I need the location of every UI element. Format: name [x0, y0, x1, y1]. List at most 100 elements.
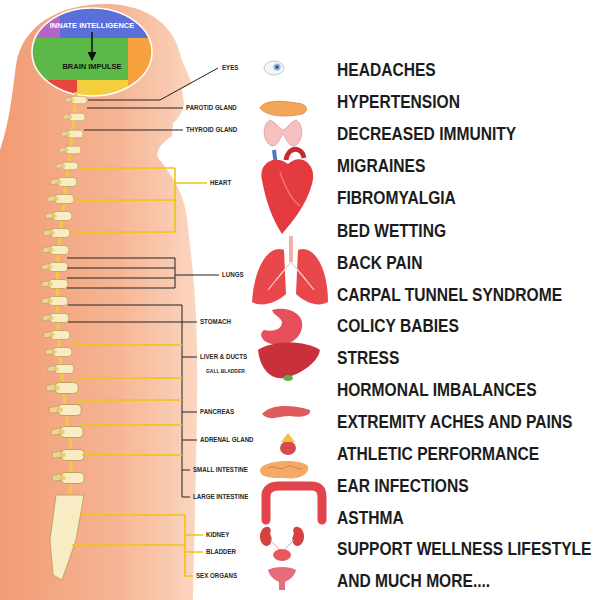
brain-outline [32, 8, 152, 96]
heart-icon [286, 149, 304, 160]
vertebra [52, 473, 84, 484]
adrenal-gland-icon [280, 441, 296, 455]
condition-item: AND MUCH MORE.... [337, 570, 490, 592]
heart-icon [261, 159, 313, 234]
organ-label: THYROID GLAND [186, 125, 237, 135]
condition-item: MIGRAINES [337, 155, 425, 177]
lungs-icon [268, 262, 314, 290]
vertebra [46, 348, 72, 357]
leader-line [71, 345, 182, 455]
small-intestine-icon [268, 466, 302, 469]
kidney-icon [292, 527, 304, 546]
impulse-arrow [91, 32, 93, 60]
vertebra [48, 195, 74, 204]
brain-region [128, 38, 158, 98]
eye-icon [264, 61, 284, 75]
heart-icon [280, 172, 300, 206]
leader-lines [69, 168, 207, 576]
vertebra [61, 130, 83, 138]
brain-region-label: INNATE INTELLIGENCE [48, 20, 136, 31]
brain [30, 6, 158, 100]
condition-item: ATHLETIC PERFORMANCE [337, 443, 539, 465]
organ-label: SMALL INTESTINE [193, 465, 248, 475]
brain-region [30, 80, 77, 100]
organ-label: HEART [210, 178, 231, 188]
vertebra [42, 280, 68, 289]
condition-item: DECREASED IMMUNITY [337, 123, 516, 145]
vertebra [43, 314, 69, 323]
sex-organs-icon [268, 567, 296, 590]
gall-bladder-icon [283, 375, 293, 381]
vertebra [51, 427, 83, 438]
stomach-icon [261, 309, 302, 345]
pancreas-icon [262, 406, 310, 418]
leader-line [88, 68, 218, 100]
leader-line [87, 108, 183, 109]
leader-line [69, 168, 207, 232]
organ-label: LARGE INTESTINE [193, 492, 248, 502]
condition-item: HYPERTENSION [337, 91, 460, 113]
large-intestine-icon [266, 486, 322, 520]
condition-item: ASTHMA [337, 507, 404, 529]
leader-line [68, 305, 197, 497]
lungs-icon [252, 236, 328, 304]
vertebra [43, 246, 69, 255]
adrenal-gland-icon [281, 433, 295, 442]
liver-icon [258, 343, 320, 379]
ureter-line [270, 540, 294, 550]
condition-item: HORMONAL IMBALANCES [337, 379, 537, 401]
small-intestine-icon [260, 461, 308, 478]
vertebra [59, 146, 81, 154]
brain-region-label: BRAIN IMPULSE [60, 61, 123, 72]
condition-item: STRESS [337, 347, 399, 369]
vertebra [42, 263, 68, 272]
vertebra [46, 383, 78, 394]
vertebra [49, 405, 81, 416]
organ-label: SEX ORGANS [196, 571, 237, 581]
parotid-gland-icon [260, 101, 307, 116]
kidney-icon [260, 527, 304, 550]
node-text: BRAIN IMPULSE [62, 61, 121, 72]
organ-label: PANCREAS [200, 407, 234, 417]
condition-item: BED WETTING [337, 220, 446, 242]
vertebra [44, 331, 70, 340]
kidney-icon [260, 527, 272, 546]
condition-item: FIBROMYALGIA [337, 187, 456, 209]
organ-label: LUNGS [222, 270, 244, 280]
vertebra [51, 178, 77, 187]
node-text: INNATE INTELLIGENCE [50, 20, 134, 31]
eye-icon [276, 66, 279, 69]
small-intestine-icon [260, 461, 308, 478]
condition-item: HEADACHES [337, 59, 436, 81]
organ-label: BLADDER [206, 547, 236, 557]
organ-label: PAROTID GLAND [186, 103, 237, 113]
vertebra [52, 450, 84, 461]
bladder-icon [273, 549, 291, 561]
lungs-icon [289, 236, 293, 262]
condition-item: COLICY BABIES [337, 315, 459, 337]
body-silhouette [0, 4, 197, 600]
adrenal-gland-icon [280, 433, 296, 455]
vertebra [63, 113, 85, 121]
vertebra [48, 365, 74, 374]
brain-region [30, 38, 128, 80]
condition-item: EAR INFECTIONS [337, 475, 469, 497]
condition-item: SUPPORT WELLNESS LIFESTYLE [337, 538, 591, 560]
vertebra [42, 297, 68, 306]
heart-icon [261, 149, 313, 234]
condition-item: EXTREMITY ACHES AND PAINS [337, 411, 572, 433]
organ-label: LIVER & DUCTS [200, 352, 247, 362]
organ-label: STOMACH [200, 317, 231, 327]
condition-item: BACK PAIN [337, 252, 422, 274]
organ-label: KIDNEY [206, 530, 229, 540]
eye-icon [264, 61, 284, 75]
leader-line [67, 258, 219, 288]
vertebra [65, 96, 87, 104]
leader-line [84, 130, 183, 131]
liver-icon [258, 343, 320, 382]
organ-label: GALL BLADDER [206, 367, 245, 375]
eye-icon [273, 63, 280, 70]
vertebra [56, 162, 78, 170]
organ-label: EYES [222, 63, 238, 73]
